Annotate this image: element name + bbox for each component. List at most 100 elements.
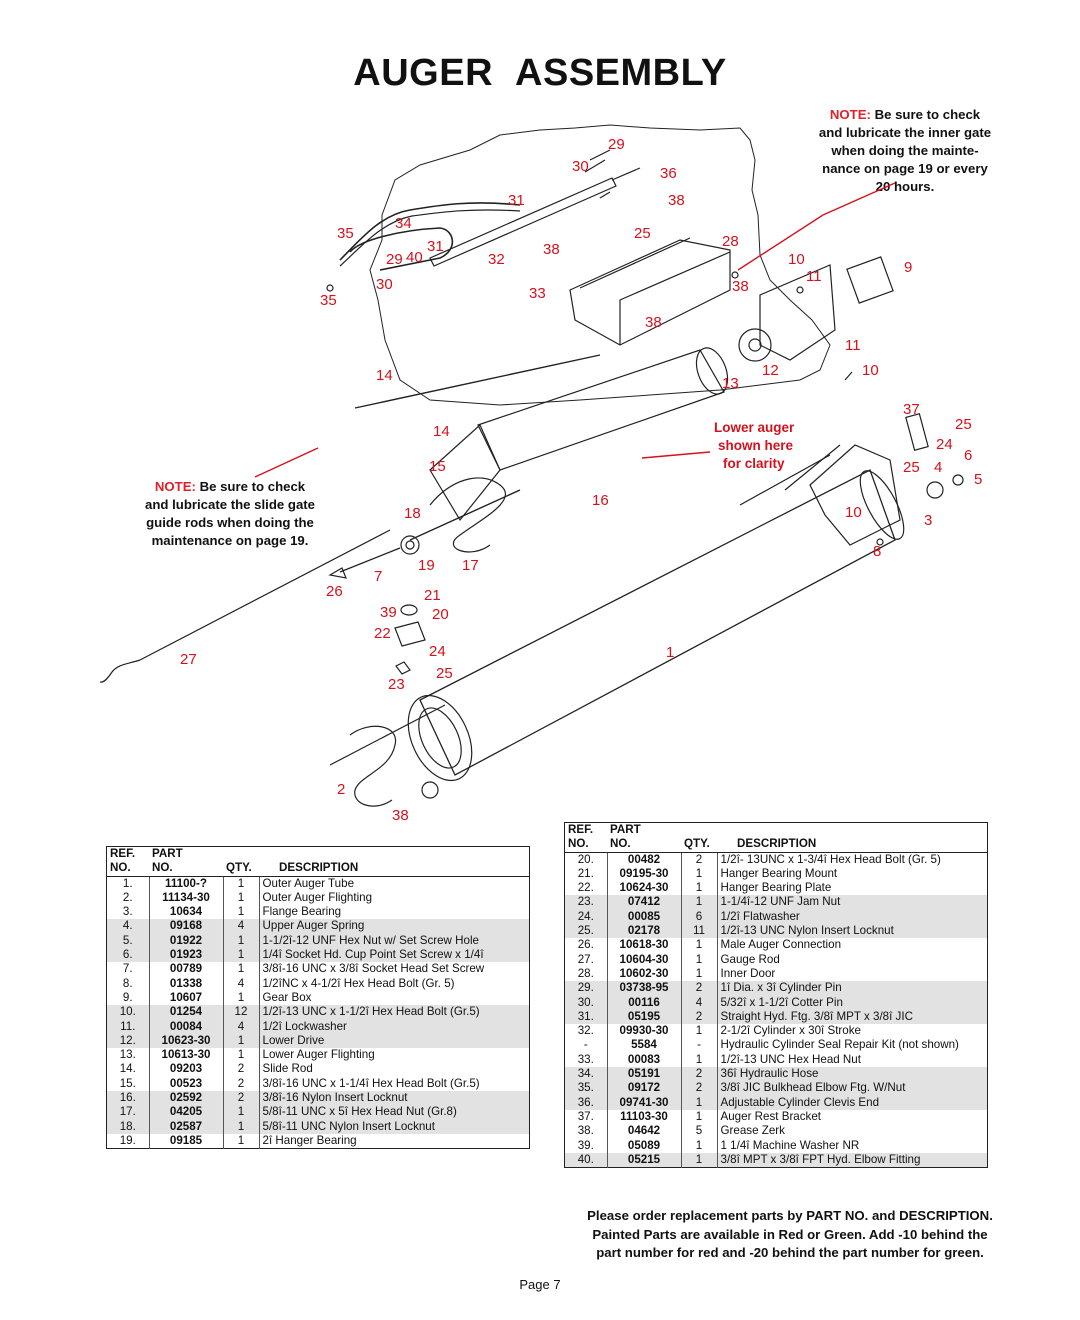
- cell-qty: 1: [223, 1048, 260, 1063]
- cell-ref: 24.: [564, 909, 608, 925]
- cell-description: 3/8î-16 Nylon Insert Locknut: [259, 1091, 530, 1106]
- cell-ref: 40.: [564, 1152, 608, 1168]
- callout-32: 32: [488, 251, 505, 268]
- cell-part-no: 10634: [149, 905, 224, 920]
- cell-ref: 12.: [106, 1033, 150, 1049]
- cell-ref: 34.: [564, 1067, 608, 1082]
- note-inner-gate: NOTE: Be sure to check and lubricate the…: [770, 106, 1040, 196]
- callout-38: 38: [543, 241, 560, 258]
- cell-qty: 1: [223, 876, 260, 891]
- col-header-qty: QTY.: [681, 837, 717, 853]
- cell-description: Inner Door: [720, 966, 776, 980]
- callout-38: 38: [645, 314, 662, 331]
- cell-qty: 1: [681, 1138, 718, 1153]
- callout-27: 27: [180, 651, 197, 668]
- cell-description: 1/2î-13 UNC x 1-1/2î Hex Head Bolt (Gr.5…: [259, 1005, 530, 1020]
- callout-13: 13: [722, 375, 739, 392]
- cell-ref: 17.: [106, 1105, 150, 1120]
- cell-ref: 22.: [564, 881, 608, 896]
- clarity-note-line: for clarity: [723, 456, 785, 471]
- cell-description: 36î Hydraulic Hose: [717, 1067, 988, 1082]
- cell-qty: 1: [223, 933, 260, 949]
- note-line: Be sure to check: [199, 479, 306, 494]
- cell-description: 2-1/2î Cylinder x 30î Stroke: [720, 1024, 861, 1038]
- cell-part-no: 00084: [149, 1019, 224, 1034]
- callout-10: 10: [845, 504, 862, 521]
- callout-6: 6: [964, 447, 972, 464]
- cell-description: 1/4î Socket Hd. Cup Point Set Screw x 1/…: [259, 948, 530, 963]
- cell-qty: 1: [681, 952, 718, 967]
- col-header-part: PART: [152, 847, 183, 860]
- cell-part-no: 00083: [607, 1052, 682, 1068]
- cell-qty: 11: [681, 924, 718, 939]
- cell-ref: 5.: [106, 933, 150, 949]
- cell-qty: 1: [681, 895, 718, 910]
- note-label: NOTE:: [829, 107, 871, 122]
- note-line: guide rods when doing the: [146, 515, 314, 530]
- cell-qty: 1: [223, 990, 260, 1006]
- callout-24: 24: [936, 436, 953, 453]
- cell-ref: 14.: [106, 1062, 150, 1077]
- callout-35: 35: [337, 225, 354, 242]
- cell-description: 1/2î Flatwasher: [717, 909, 988, 925]
- callout-38: 38: [732, 278, 749, 295]
- cell-qty: 1: [681, 881, 718, 896]
- note-slide-gate: NOTE: Be sure to check and lubricate the…: [98, 478, 362, 550]
- note-line: 20 hours.: [875, 179, 935, 194]
- cell-description: Lower Auger Flighting: [262, 1048, 375, 1062]
- cell-description: Hydraulic Cylinder Seal Repair Kit (not …: [720, 1038, 959, 1052]
- cell-qty: 1: [223, 1133, 260, 1149]
- cell-qty: 2: [223, 1062, 260, 1077]
- callout-2: 2: [337, 781, 345, 798]
- callout-39: 39: [380, 604, 397, 621]
- cell-description: 1/2îNC x 4-1/2î Hex Head Bolt (Gr. 5): [262, 976, 455, 990]
- cell-description: Grease Zerk: [720, 1124, 785, 1138]
- callout-11: 11: [806, 268, 822, 285]
- cell-qty: 2: [681, 852, 718, 867]
- cell-qty: 2: [681, 1067, 718, 1082]
- callout-12: 12: [762, 362, 779, 379]
- cell-part-no: 09930-30: [607, 1024, 682, 1039]
- cell-qty: 1: [223, 905, 260, 920]
- cell-description: 3/8î MPT x 3/8î FPT Hyd. Elbow Fitting: [717, 1152, 988, 1168]
- callout-31: 31: [508, 192, 525, 209]
- cell-qty: 1: [681, 866, 718, 882]
- note-line: Be sure to check: [874, 107, 981, 122]
- callout-10: 10: [788, 251, 805, 268]
- cell-qty: 2: [681, 1009, 718, 1025]
- cell-part-no: 00523: [149, 1076, 224, 1092]
- cell-ref: 33.: [564, 1052, 608, 1068]
- cell-part-no: 11100-?: [149, 876, 224, 891]
- callout-15: 15: [429, 458, 446, 475]
- parts-table-right: REF. PART NO. NO. QTY. DESCRIPTION 20.00…: [564, 822, 988, 1169]
- cell-qty: 4: [223, 1019, 260, 1034]
- cell-part-no: 05089: [607, 1138, 682, 1153]
- cell-description: Outer Auger Tube: [262, 876, 355, 890]
- cell-part-no: 02178: [607, 924, 682, 939]
- cell-description: 3/8î JIC Bulkhead Elbow Ftg. W/Nut: [717, 1081, 988, 1096]
- cell-ref: 4.: [106, 919, 150, 934]
- callout-37: 37: [903, 401, 920, 418]
- cell-description: Gear Box: [262, 990, 312, 1004]
- cell-part-no: 04205: [149, 1105, 224, 1120]
- title-word-auger: AUGER: [353, 52, 494, 94]
- col-header-part-no: NO.: [149, 861, 223, 877]
- cell-part-no: 5584: [607, 1038, 682, 1053]
- note-line: maintenance on page 19.: [151, 533, 309, 548]
- cell-qty: 2: [223, 1076, 260, 1092]
